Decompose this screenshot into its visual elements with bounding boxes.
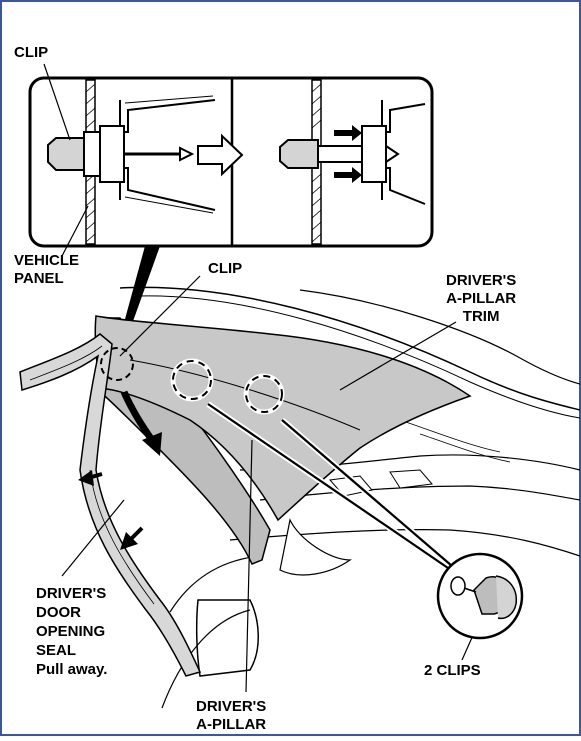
door-seal-label-line: DRIVER'S [36, 585, 107, 602]
push-arrow-lower [334, 167, 362, 183]
transition-arrow [197, 133, 244, 177]
door-seal-label-line: Pull away. [36, 661, 108, 678]
clip-location-upper [100, 347, 134, 381]
clip-head-left [47, 137, 85, 171]
door-opening-seal [19, 333, 202, 677]
a-pillar-trim-label-line: A-PILLAR [446, 290, 517, 307]
vehicle-panel-label-line: VEHICLE [14, 252, 80, 269]
a-pillar-trim-label-line: DRIVER'S [446, 272, 517, 289]
a-pillar-label-line: DRIVER'S [196, 698, 267, 715]
vehicle-panel-label-line: PANEL [14, 270, 64, 287]
a-pillar-trim [94, 315, 472, 522]
a-pillar-trim-label: DRIVER'S A-PILLAR TRIM [446, 272, 516, 326]
door-seal-label-line: OPENING [36, 623, 106, 640]
clip-detail-inset [28, 63, 434, 257]
a-pillar-label: DRIVER'S A-PILLAR [196, 698, 266, 734]
a-pillar-label-line: A-PILLAR [196, 716, 267, 733]
push-arrow-upper [334, 125, 362, 141]
door-seal-label-line: DOOR [36, 604, 81, 621]
vehicle-panel-label: VEHICLE PANEL [14, 252, 79, 288]
door-seal-label-line: SEAL [36, 642, 77, 659]
clip-detail-label: CLIP [14, 44, 49, 61]
door-seal-label: DRIVER'S DOOR OPENING SEAL Pull away. [36, 584, 107, 679]
trim-removal-arrow [120, 390, 155, 443]
a-pillar-trim-label-line: TRIM [462, 308, 500, 325]
two-clips-label: 2 CLIPS [424, 662, 481, 679]
vehicle-interior-scene [19, 275, 581, 709]
clip-main-label: CLIP [208, 260, 243, 277]
two-clips-detail [436, 552, 524, 640]
clip-head-right [279, 139, 319, 169]
